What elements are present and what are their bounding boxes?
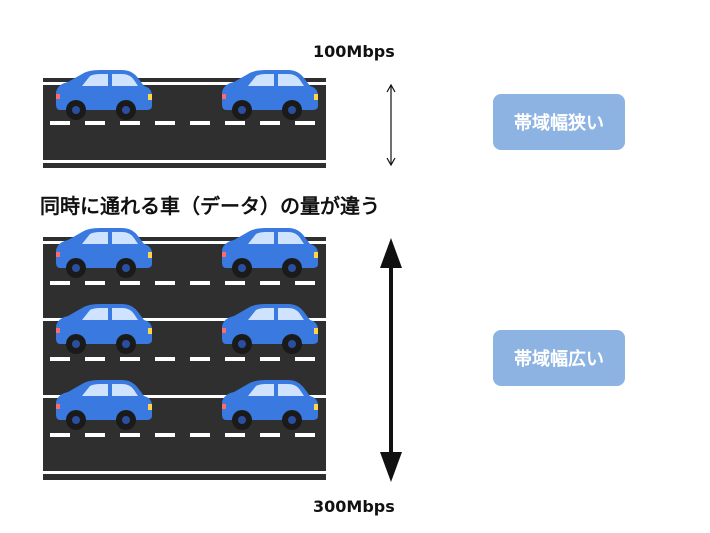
wide-bandwidth-badge: 帯域幅広い: [493, 330, 625, 386]
wide-double-arrow-icon: [380, 238, 402, 482]
caption-text: 同時に通れる車（データ）の量が違う: [40, 194, 380, 218]
wide-road: [43, 228, 326, 480]
narrow-road: [43, 70, 326, 168]
narrow-speed-label: 100Mbps: [313, 42, 395, 61]
narrow-bandwidth-badge: 帯域幅狭い: [493, 94, 625, 150]
wide-speed-label: 300Mbps: [313, 497, 395, 516]
narrow-double-arrow-icon: [386, 83, 396, 167]
